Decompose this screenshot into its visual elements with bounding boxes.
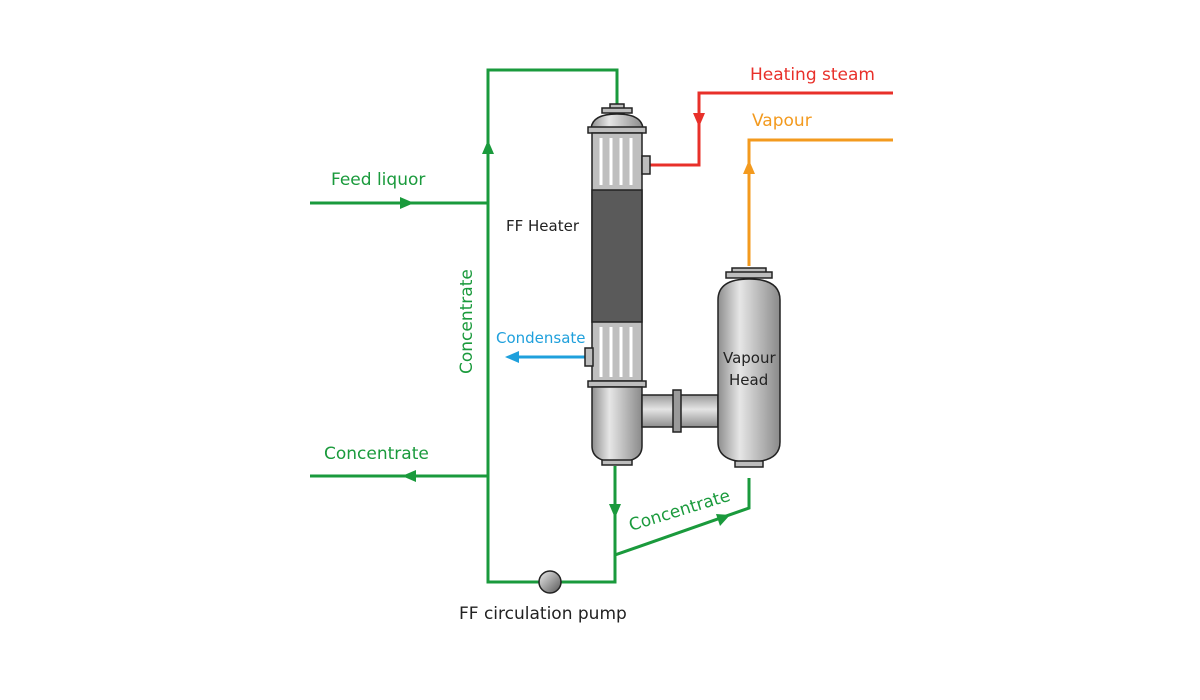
- heating-steam-pipe: [650, 91, 893, 167]
- pump-icon: [538, 570, 562, 594]
- vapour-head-label-line1: Vapour: [723, 349, 776, 367]
- heater-bottom-band: [587, 380, 647, 388]
- condensate-nozzle: [584, 347, 594, 367]
- heater-bottom-chamber: [591, 386, 643, 463]
- concentrate-loop: [310, 68, 751, 584]
- ff-heater: [584, 103, 651, 466]
- heater-tubes-top: [599, 138, 633, 185]
- feed-liquor-label: Feed liquor: [331, 170, 425, 190]
- concentrate-vertical-label: Concentrate: [457, 269, 477, 374]
- heater-top-flange: [601, 107, 633, 114]
- loop-up-arrow: [482, 140, 494, 154]
- feed-arrow: [400, 197, 414, 209]
- loop-top-pipe: [486, 68, 619, 584]
- vapour-head-vessel: [717, 278, 781, 463]
- pump: [538, 570, 562, 594]
- pump-label: FF circulation pump: [459, 604, 627, 624]
- heater-shell-dark-band: [591, 189, 643, 323]
- vapour-label: Vapour: [752, 111, 812, 131]
- heater-tubes-bottom: [599, 327, 633, 377]
- vapour-arrow: [743, 160, 755, 174]
- heater-top-dome: [590, 113, 644, 131]
- connecting-pipe: [641, 389, 719, 433]
- pipe-flange: [672, 389, 682, 433]
- vapour-head-bottom-flange: [734, 460, 764, 468]
- green-arrowheads: [400, 140, 730, 526]
- condensate-label: Condensate: [496, 329, 586, 347]
- return-arrow: [716, 514, 730, 526]
- concentrate-return-label: Concentrate: [627, 486, 733, 536]
- vapour-pipe: [747, 138, 893, 266]
- condensate-arrow: [505, 351, 519, 363]
- heater-top-band: [587, 126, 647, 134]
- vapour-head-label-line2: Head: [729, 371, 768, 389]
- heater-bottom-flange: [601, 459, 633, 466]
- steam-arrow: [693, 113, 705, 127]
- vapour-head: [717, 267, 781, 468]
- concentrate-left-label: Concentrate: [324, 444, 429, 464]
- vapour-head-top-flange: [725, 271, 773, 279]
- concentrate-out-arrow: [402, 470, 416, 482]
- heater-outlet-arrow: [609, 504, 621, 518]
- steam-nozzle: [641, 155, 651, 175]
- heating-steam-label: Heating steam: [750, 65, 875, 85]
- ff-heater-label: FF Heater: [506, 217, 580, 235]
